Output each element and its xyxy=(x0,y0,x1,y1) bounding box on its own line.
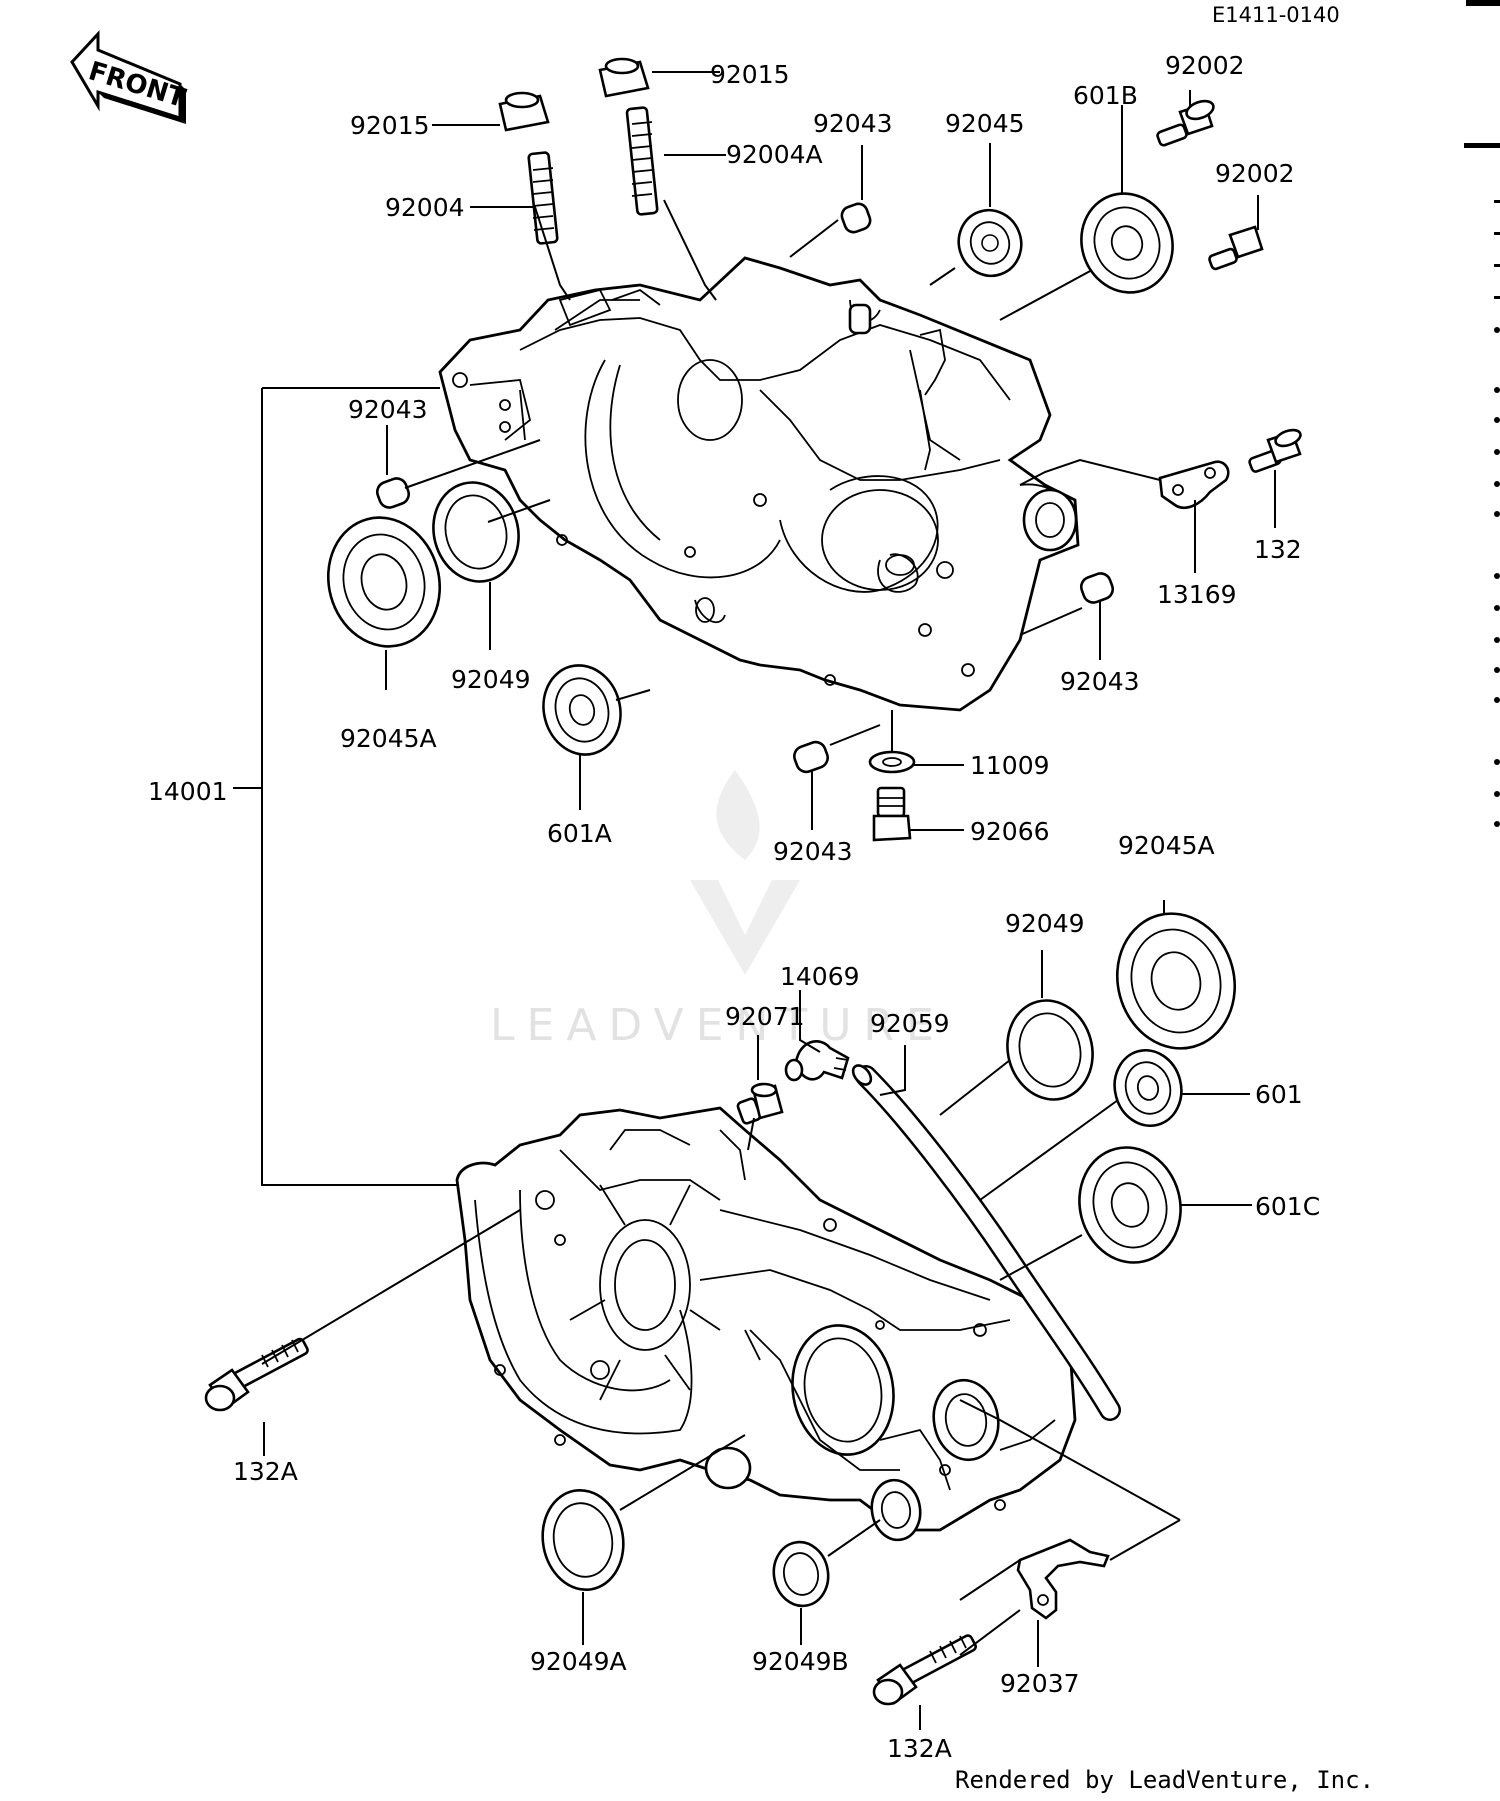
label-92045a-upper: 92045A xyxy=(340,724,437,753)
label-11009: 11009 xyxy=(970,751,1050,780)
seal-92049a xyxy=(541,1488,625,1592)
elbow-14069 xyxy=(784,1040,850,1082)
label-92045a-lower: 92045A xyxy=(1118,831,1215,860)
stud-92004 xyxy=(527,151,559,245)
dowel-92043-left xyxy=(375,477,411,509)
bolt-132a-right xyxy=(872,1634,977,1706)
bolt-132 xyxy=(1248,428,1302,473)
bolt-132a-left xyxy=(204,1337,309,1412)
watermark-text: LEADVENTURE xyxy=(490,1000,946,1051)
bearing-92045a-lower xyxy=(1115,912,1237,1050)
dowel-92043-top xyxy=(840,202,872,234)
plug-92066 xyxy=(872,786,912,842)
label-92004: 92004 xyxy=(385,193,465,222)
label-92045: 92045 xyxy=(945,109,1025,138)
label-13169: 13169 xyxy=(1157,580,1237,609)
label-92066: 92066 xyxy=(970,817,1050,846)
label-14069: 14069 xyxy=(780,962,860,991)
leader-lines xyxy=(233,71,1276,1730)
bearing-92045a-upper xyxy=(326,516,442,648)
label-92037: 92037 xyxy=(1000,1669,1080,1698)
edge-marks xyxy=(1464,0,1500,827)
label-601a: 601A xyxy=(547,819,612,848)
label-92002-bottom: 92002 xyxy=(1215,159,1295,188)
bracket-92037 xyxy=(1016,1538,1110,1620)
label-92049-lower: 92049 xyxy=(1005,909,1085,938)
bolt-92002-top xyxy=(1156,99,1215,147)
dowel-92043-bottom xyxy=(793,740,829,774)
cap-92015-right xyxy=(598,57,650,98)
front-arrow-icon: FRONT xyxy=(70,30,189,124)
hose-92059 xyxy=(851,1064,1121,1421)
stud-92004a xyxy=(625,106,659,216)
label-132: 132 xyxy=(1254,535,1302,564)
footer-credit: Rendered by LeadVenture, Inc. xyxy=(955,1766,1374,1794)
label-92049b: 92049B xyxy=(752,1647,849,1676)
part-labels: 92015 92015 92004A 92004 92043 92045 601… xyxy=(148,51,1320,1763)
label-92015-right: 92015 xyxy=(710,60,790,89)
seal-92049-upper xyxy=(432,481,520,583)
diagram-code: E1411-0140 xyxy=(1212,3,1340,27)
label-92059: 92059 xyxy=(870,1009,950,1038)
label-92043-left: 92043 xyxy=(348,395,428,424)
label-601: 601 xyxy=(1255,1080,1303,1109)
label-92043-right: 92043 xyxy=(1060,667,1140,696)
dowel-92043-right xyxy=(1079,572,1115,604)
label-132a-right: 132A xyxy=(887,1734,952,1763)
bearing-92045 xyxy=(957,208,1023,278)
label-14001: 14001 xyxy=(148,777,228,806)
bearing-601a xyxy=(542,664,622,756)
label-601c: 601C xyxy=(1255,1192,1320,1221)
lower-crankcase-half xyxy=(455,1097,1077,1542)
plate-13169 xyxy=(1158,460,1230,510)
label-92071: 92071 xyxy=(725,1002,805,1031)
label-92002-top: 92002 xyxy=(1165,51,1245,80)
watermark: LEADVENTURE xyxy=(490,770,946,1051)
washer-11009 xyxy=(868,750,916,774)
label-132a-left: 132A xyxy=(233,1457,298,1486)
label-92043-top: 92043 xyxy=(813,109,893,138)
fitting-92071 xyxy=(750,1082,784,1120)
upper-crankcase-half xyxy=(438,256,1080,712)
bearing-601c xyxy=(1078,1146,1182,1264)
seal-92049-lower xyxy=(1006,999,1094,1101)
label-92049-upper: 92049 xyxy=(451,665,531,694)
label-92049a: 92049A xyxy=(530,1647,627,1676)
bearing-601 xyxy=(1113,1049,1183,1127)
label-92015-left: 92015 xyxy=(350,111,430,140)
label-92004a: 92004A xyxy=(726,140,823,169)
cap-92015-left xyxy=(498,91,550,132)
label-92043-bottom: 92043 xyxy=(773,837,853,866)
bearing-601b xyxy=(1080,192,1174,294)
label-601b: 601B xyxy=(1073,81,1138,110)
bolt-92002-bottom xyxy=(1208,225,1264,271)
seal-92049b xyxy=(772,1540,830,1608)
